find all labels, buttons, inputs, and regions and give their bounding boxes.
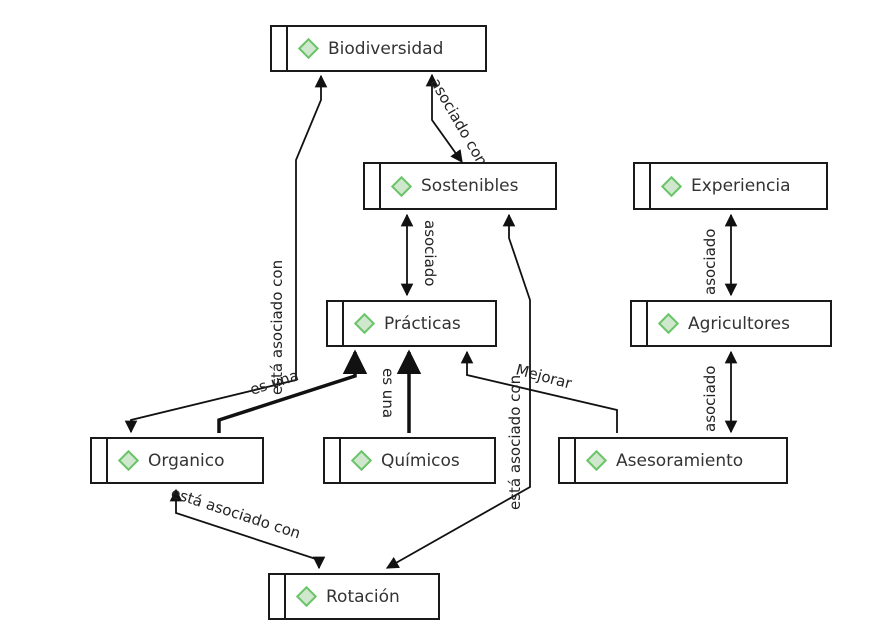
edge-asesoramiento-practicas[interactable]: Mejorar bbox=[460, 350, 618, 433]
edge-line[interactable] bbox=[124, 74, 328, 434]
diamond-icon bbox=[350, 449, 373, 472]
edge-organico-rotacion[interactable]: está asociado con bbox=[169, 484, 326, 570]
edge-label: asociado con bbox=[427, 75, 492, 169]
edge-line[interactable] bbox=[169, 488, 326, 570]
edge-label: asociado bbox=[701, 229, 719, 296]
edge-label: es una bbox=[379, 368, 397, 418]
edge-label: está asociado con bbox=[268, 260, 286, 395]
node-label: Experiencia bbox=[691, 176, 791, 196]
node-label: Asesoramiento bbox=[616, 450, 744, 471]
diamond-icon bbox=[390, 175, 413, 197]
node-sostenibles[interactable]: Sostenibles bbox=[363, 162, 557, 210]
diamond-icon bbox=[657, 312, 680, 335]
node-biodiversidad[interactable]: Biodiversidad bbox=[270, 25, 487, 72]
edge-label: está asociado con bbox=[169, 484, 303, 543]
edge-sostenibles-practicas[interactable]: asociado bbox=[400, 213, 439, 297]
node-organico[interactable]: Organico bbox=[90, 437, 264, 484]
node-handle bbox=[635, 164, 651, 208]
edge-line[interactable] bbox=[460, 350, 618, 433]
diamond-icon bbox=[297, 37, 320, 60]
edge-label: asociado bbox=[701, 366, 719, 433]
node-handle bbox=[325, 439, 341, 482]
edge-agricultores-asesoramiento[interactable]: asociado bbox=[701, 350, 738, 434]
node-handle bbox=[328, 302, 344, 345]
node-agricultores[interactable]: Agricultores bbox=[630, 300, 832, 347]
edge-sostenibles-rotacion[interactable]: está asociado con bbox=[385, 213, 531, 569]
node-handle bbox=[272, 27, 288, 70]
edge-label: asociado bbox=[421, 220, 439, 287]
edge-line[interactable] bbox=[425, 73, 463, 164]
diamond-icon bbox=[585, 449, 608, 472]
node-rotacion[interactable]: Rotación bbox=[268, 573, 440, 620]
node-label: Rotación bbox=[326, 586, 400, 607]
node-label: Agricultores bbox=[688, 313, 790, 334]
diamond-icon bbox=[117, 449, 140, 472]
node-asesoramiento[interactable]: Asesoramiento bbox=[558, 437, 788, 484]
node-experiencia[interactable]: Experiencia bbox=[633, 162, 828, 210]
node-label: Sostenibles bbox=[421, 176, 519, 196]
node-handle bbox=[632, 302, 648, 345]
diamond-icon bbox=[295, 585, 318, 608]
diamond-icon bbox=[660, 175, 683, 197]
edge-organico-practicas[interactable]: es una bbox=[217, 349, 368, 433]
edge-biodiversidad-sostenibles[interactable]: asociado con bbox=[425, 73, 492, 169]
node-practicas[interactable]: Prácticas bbox=[326, 300, 497, 347]
node-handle bbox=[560, 439, 576, 482]
node-quimicos[interactable]: Químicos bbox=[323, 437, 496, 484]
node-handle bbox=[270, 575, 286, 618]
edge-label: está asociado con bbox=[506, 375, 524, 510]
edge-experiencia-agricultores[interactable]: asociado bbox=[701, 213, 738, 297]
node-handle bbox=[92, 439, 108, 482]
node-label: Biodiversidad bbox=[328, 38, 444, 59]
node-label: Prácticas bbox=[384, 313, 461, 334]
edge-biodiversidad-organico[interactable]: está asociado con bbox=[124, 74, 328, 434]
edge-line[interactable] bbox=[217, 349, 368, 433]
edge-quimicos-practicas[interactable]: es una bbox=[379, 349, 422, 433]
edge-line[interactable] bbox=[385, 213, 531, 569]
node-label: Organico bbox=[148, 450, 225, 471]
node-label: Químicos bbox=[381, 450, 460, 471]
node-handle bbox=[365, 164, 381, 208]
diamond-icon bbox=[353, 312, 376, 335]
